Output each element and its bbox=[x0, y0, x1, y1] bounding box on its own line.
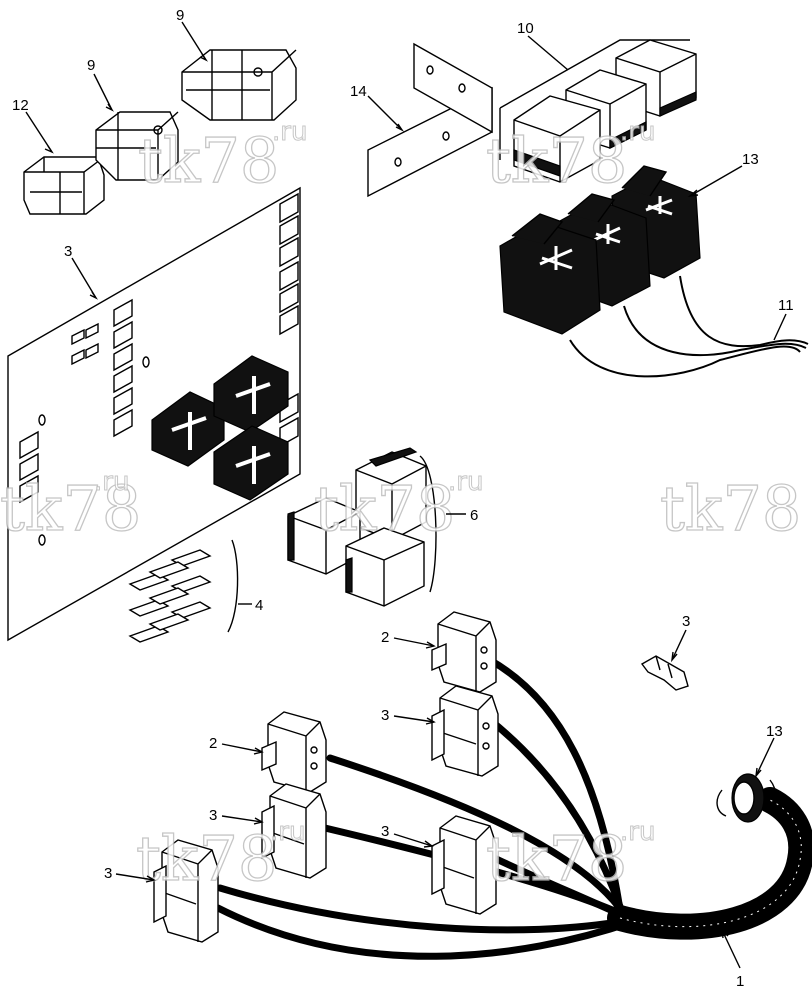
svg-text:tk78: tk78 bbox=[486, 124, 627, 197]
connector-6 bbox=[181, 49, 297, 121]
svg-text:tk78: tk78 bbox=[314, 472, 455, 545]
callout-13-value: 13 bbox=[766, 723, 783, 740]
svg-text:.ru: .ru bbox=[272, 117, 307, 147]
callout-2-left: 2 bbox=[209, 735, 217, 752]
connector-5 bbox=[95, 111, 179, 181]
callout-14: 14 bbox=[350, 83, 367, 100]
svg-text:tk78: tk78 bbox=[0, 472, 141, 545]
bracket-14 bbox=[367, 42, 493, 198]
svg-text:tk78: tk78 bbox=[138, 124, 279, 197]
connector-3-upper bbox=[431, 685, 499, 777]
circuit-board-7 bbox=[7, 186, 301, 642]
grommet-13 bbox=[716, 773, 777, 823]
svg-text:tk78: tk78 bbox=[136, 822, 277, 895]
svg-text:.ru: .ru bbox=[270, 817, 305, 847]
svg-text:.ru: .ru bbox=[94, 467, 129, 497]
watermarks: tk78 .ru tk78 .ru tk78 .ru tk78 .ru tk78… bbox=[0, 117, 802, 896]
connector-3-left bbox=[153, 839, 219, 943]
callout-7: 3 bbox=[64, 243, 72, 260]
callout-3-right-label: 3 bbox=[381, 823, 389, 840]
callout-9-top: 10 bbox=[517, 20, 534, 37]
relay-group-9-middle bbox=[287, 447, 437, 607]
terminal-4 bbox=[640, 655, 689, 691]
callout-2-upper: 2 bbox=[381, 629, 389, 646]
callout-11: 13 bbox=[742, 151, 759, 168]
callout-6: 9 bbox=[176, 7, 184, 24]
svg-text:.ru: .ru bbox=[620, 117, 655, 147]
svg-text:tk78: tk78 bbox=[660, 472, 801, 545]
connector-2-upper bbox=[431, 611, 497, 693]
callout-4: 3 bbox=[682, 613, 690, 630]
callout-10: 11 bbox=[778, 297, 794, 314]
callout-3-upper: 3 bbox=[381, 707, 389, 724]
relay-group-9-top bbox=[499, 39, 697, 183]
callouts: 12 9 9 14 10 13 11 3 6 4 3 2 3 2 3 1 bbox=[12, 7, 794, 990]
callout-9-middle: 6 bbox=[470, 507, 478, 524]
wire-harness-1 bbox=[214, 656, 812, 960]
board-relay-sockets bbox=[151, 355, 289, 501]
connector-3-right bbox=[431, 815, 497, 915]
connector-12 bbox=[23, 156, 105, 215]
relay-sockets-11 bbox=[499, 165, 701, 335]
callout-5: 9 bbox=[87, 57, 95, 74]
callout-1: 1 bbox=[736, 973, 744, 990]
connector-3-middle bbox=[261, 783, 327, 879]
callout-3-middle: 3 bbox=[209, 807, 217, 824]
fuse-group-8 bbox=[128, 539, 239, 643]
callout-8: 4 bbox=[255, 597, 263, 614]
connector-2-left bbox=[261, 711, 327, 793]
svg-text:tk78: tk78 bbox=[486, 822, 627, 895]
callout-12: 12 bbox=[12, 97, 29, 114]
callout-3-left-text: 3 bbox=[104, 865, 112, 882]
board-fuse-array bbox=[19, 192, 299, 546]
svg-text:.ru: .ru bbox=[620, 817, 655, 847]
svg-text:.ru: .ru bbox=[448, 467, 483, 497]
wires-10 bbox=[569, 275, 809, 378]
